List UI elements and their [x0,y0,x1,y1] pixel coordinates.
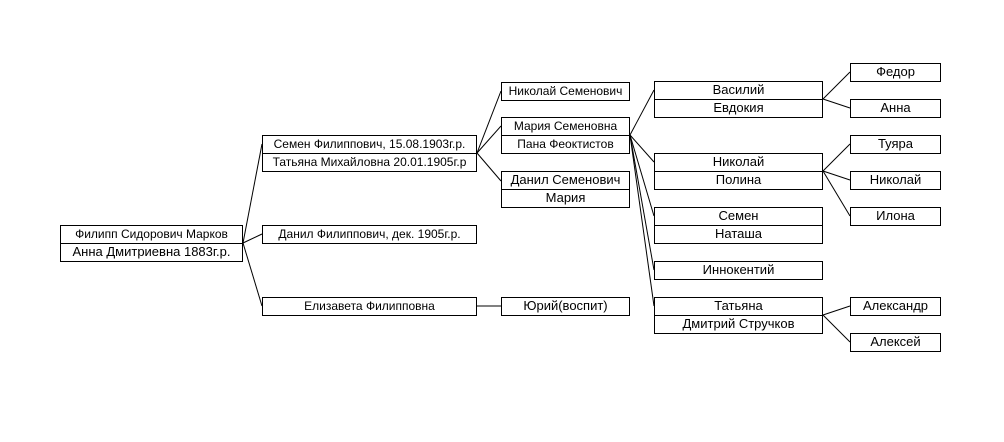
person-danil-semenovich: Данил Семенович [501,171,630,190]
connector-line [629,134,655,163]
person-filipp-markov: Филипп Сидорович Марков [60,225,243,244]
person-danil-filippovich: Данил Филиппович, дек. 1905г.р. [262,225,477,244]
person-alexey: Алексей [850,333,941,352]
connector-line [242,143,263,244]
connector-line [822,170,851,217]
person-tatyana: Татьяна [654,297,823,316]
connector-line [476,152,502,182]
person-tuyara: Туяра [850,135,941,154]
connector-line [822,98,851,109]
connector-line [629,134,655,307]
connector-line [629,134,655,271]
connector-line [242,233,263,244]
person-anna: Анна [850,99,941,118]
connector-line [822,305,851,316]
connector-line [629,134,655,217]
person-nikolai: Николай [654,153,823,172]
person-tatyana-mikhailovna: Татьяна Михайловна 20.01.1905г.р [262,153,477,172]
connector-line [629,89,655,136]
connector-line [822,170,851,181]
person-alexander: Александр [850,297,941,316]
connector-line [476,90,502,154]
person-yuri-vospit: Юрий(воспит) [501,297,630,316]
connector-line [242,242,263,307]
person-elizaveta-filippovna: Елизавета Филипповна [262,297,477,316]
person-maria-semenovna: Мария Семеновна [501,117,630,136]
person-innokenty: Иннокентий [654,261,823,280]
person-ilona: Илона [850,207,941,226]
connector-line [822,71,851,100]
person-evdokia: Евдокия [654,99,823,118]
person-dmitry-struchkov: Дмитрий Стручков [654,315,823,334]
person-fedor: Федор [850,63,941,82]
person-maria: Мария [501,189,630,208]
person-pana-feoktistov: Пана Феоктистов [501,135,630,154]
person-nikolai-semenovich: Николай Семенович [501,82,630,101]
connector-line [822,143,851,172]
person-nikolai-g5: Николай [850,171,941,190]
person-natasha: Наташа [654,225,823,244]
person-anna-dmitrievna: Анна Дмитриевна 1883г.р. [60,243,243,262]
person-semen: Семен [654,207,823,226]
connector-line [476,125,502,154]
person-vasily: Василий [654,81,823,100]
person-semen-filippovich: Семен Филиппович, 15.08.1903г.р. [262,135,477,154]
person-polina: Полина [654,171,823,190]
connector-line [822,314,851,343]
